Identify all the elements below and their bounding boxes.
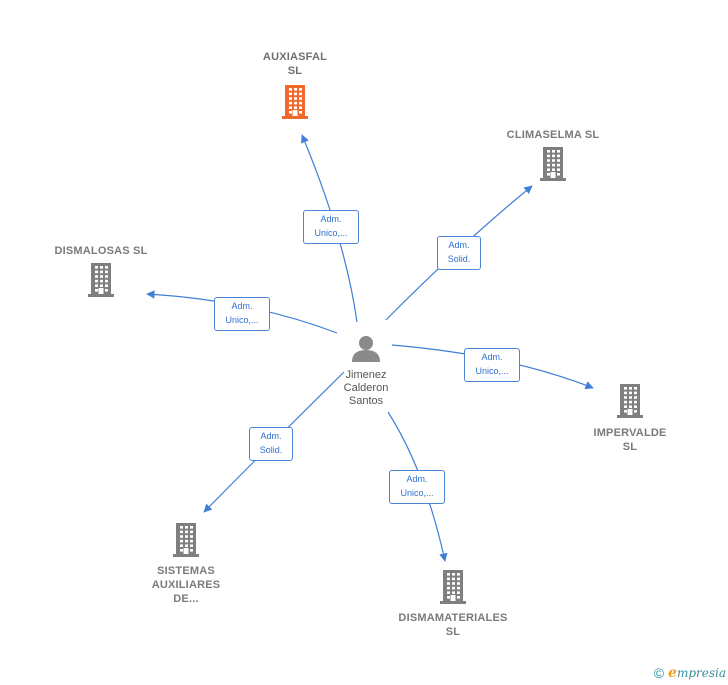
- building-icon-sistemas[interactable]: [173, 523, 199, 557]
- building-icon-dismalosas[interactable]: [88, 263, 114, 297]
- footer-brand: © empresia: [654, 665, 726, 681]
- company-name-dismamateriales[interactable]: DISMAMATERIALES SL: [398, 612, 508, 638]
- company-name-dismalosas[interactable]: DISMALOSAS SL: [54, 245, 148, 257]
- edge-label-auxiasfal[interactable]: Adm. Unico,...: [303, 210, 359, 244]
- person-icon[interactable]: [352, 336, 380, 362]
- person-name[interactable]: Jimenez Calderon Santos: [343, 369, 389, 407]
- company-name-impervalde[interactable]: IMPERVALDE SL: [593, 427, 667, 453]
- copyright-icon: ©: [653, 665, 665, 681]
- edge-label-climaselma[interactable]: Adm. Solid.: [437, 236, 481, 270]
- edge-label-dismamateriales[interactable]: Adm. Unico,...: [389, 470, 445, 504]
- nodes-layer: [88, 85, 643, 604]
- company-name-auxiasfal[interactable]: AUXIASFAL SL: [262, 51, 328, 77]
- edge-label-dismalosas[interactable]: Adm. Unico,...: [214, 297, 270, 331]
- building-icon-impervalde[interactable]: [617, 384, 643, 418]
- company-name-sistemas[interactable]: SISTEMAS AUXILIARES DE...: [151, 565, 221, 605]
- building-icon-dismamateriales[interactable]: [440, 570, 466, 604]
- brand-logo: empresia: [668, 665, 726, 681]
- edge-label-impervalde[interactable]: Adm. Unico,...: [464, 348, 520, 382]
- company-name-climaselma[interactable]: CLIMASELMA SL: [506, 129, 600, 141]
- building-icon-climaselma[interactable]: [540, 147, 566, 181]
- building-icon-auxiasfal[interactable]: [282, 85, 308, 119]
- edge-label-sistemas[interactable]: Adm. Solid.: [249, 427, 293, 461]
